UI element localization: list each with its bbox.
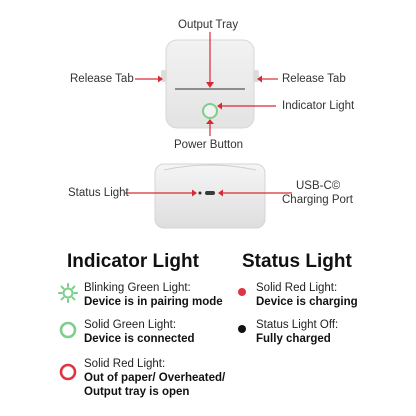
- status-item-desc: Device is charging: [256, 296, 358, 308]
- printer-front-view: [154, 163, 266, 229]
- label-usb-c: USB-C©: [296, 180, 341, 192]
- callouts: [125, 32, 292, 197]
- indicator-item-solid-red: Solid Red Light: Out of paper/ Overheate…: [84, 357, 225, 399]
- usb-c-port: [205, 191, 215, 195]
- blinking-green-icon: [58, 283, 78, 303]
- black-dot-icon: [238, 325, 246, 333]
- release-tab-left[interactable]: [161, 70, 167, 82]
- solid-green-ring-icon: [59, 321, 77, 339]
- indicator-item-solid-green: Solid Green Light: Device is connected: [84, 318, 195, 346]
- status-item-title: Status Light Off:: [256, 319, 339, 331]
- status-item-desc: Fully charged: [256, 333, 331, 345]
- label-release-tab-left: Release Tab: [70, 73, 134, 85]
- label-indicator-light: Indicator Light: [282, 100, 355, 112]
- indicator-item-blinking-green: Blinking Green Light: Device is in pairi…: [84, 281, 223, 309]
- status-item-title: Solid Red Light:: [256, 282, 338, 294]
- indicator-light-heading: Indicator Light: [67, 251, 199, 272]
- power-button[interactable]: [202, 103, 218, 119]
- indicator-item-title: Solid Green Light:: [84, 319, 177, 331]
- status-light-heading: Status Light: [242, 251, 352, 272]
- label-power-button: Power Button: [174, 139, 244, 151]
- solid-red-ring-icon: [59, 363, 77, 381]
- red-dot-icon: [238, 288, 246, 296]
- status-item-red: Solid Red Light: Device is charging: [256, 281, 358, 309]
- indicator-item-desc: Out of paper/ Overheated/: [84, 372, 226, 384]
- release-tab-right[interactable]: [253, 70, 259, 82]
- status-item-off: Status Light Off: Fully charged: [256, 318, 338, 346]
- indicator-item-desc-cont: Output tray is open: [84, 386, 190, 398]
- status-light-dot: [198, 191, 202, 195]
- indicator-item-desc: Device is connected: [84, 333, 195, 345]
- indicator-item-desc: Device is in pairing mode: [84, 296, 223, 308]
- label-output-tray: Output Tray: [178, 19, 239, 31]
- label-charging-port: Charging Port: [282, 194, 353, 206]
- indicator-item-title: Blinking Green Light:: [84, 282, 191, 294]
- printer-illustration: [125, 32, 292, 229]
- label-status-light: Status Light: [68, 187, 129, 199]
- indicator-item-title: Solid Red Light:: [84, 358, 166, 370]
- label-release-tab-right: Release Tab: [282, 73, 346, 85]
